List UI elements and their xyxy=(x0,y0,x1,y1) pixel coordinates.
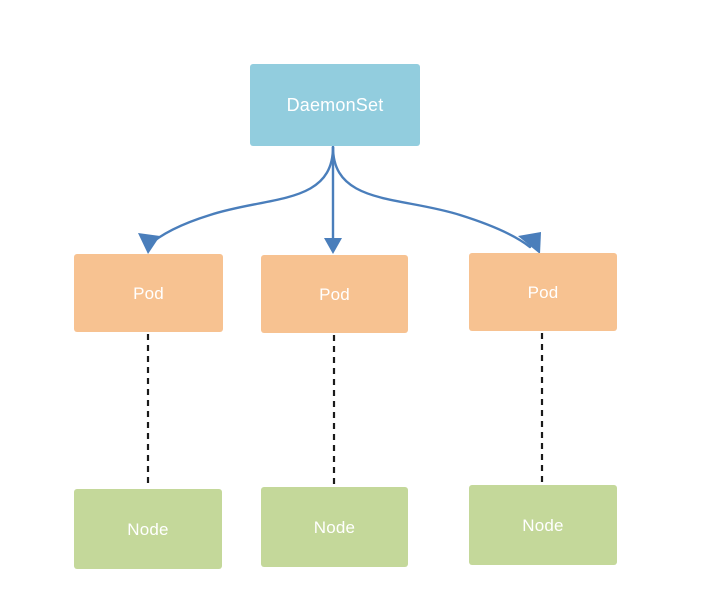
arrows-group xyxy=(138,145,541,254)
pod-box[interactable]: Pod xyxy=(261,255,408,333)
node-label: Node xyxy=(313,517,356,537)
node-label: Node xyxy=(127,519,169,539)
daemonset-to-pod-right-arrowhead xyxy=(518,232,541,254)
connectors-group xyxy=(146,333,544,488)
daemonset-to-pod-left-arrowhead xyxy=(138,233,160,254)
daemonset-to-pod-right-line xyxy=(331,145,532,249)
daemonset-to-pod-left-line xyxy=(146,145,335,248)
pod-box[interactable]: Pod xyxy=(74,254,223,332)
node-box[interactable]: Node xyxy=(469,485,617,565)
daemonset-box[interactable]: DaemonSet xyxy=(250,64,420,146)
node-box[interactable]: Node xyxy=(74,489,222,569)
node-label: Node xyxy=(522,515,564,535)
node-box[interactable]: Node xyxy=(261,487,408,567)
pod-label: Pod xyxy=(319,284,350,304)
pod-label: Pod xyxy=(527,282,559,302)
pod-box[interactable]: Pod xyxy=(469,253,617,331)
daemonset-to-pod-center-arrowhead xyxy=(324,238,342,254)
daemonset-label: DaemonSet xyxy=(286,95,384,115)
pod-label: Pod xyxy=(133,283,164,303)
